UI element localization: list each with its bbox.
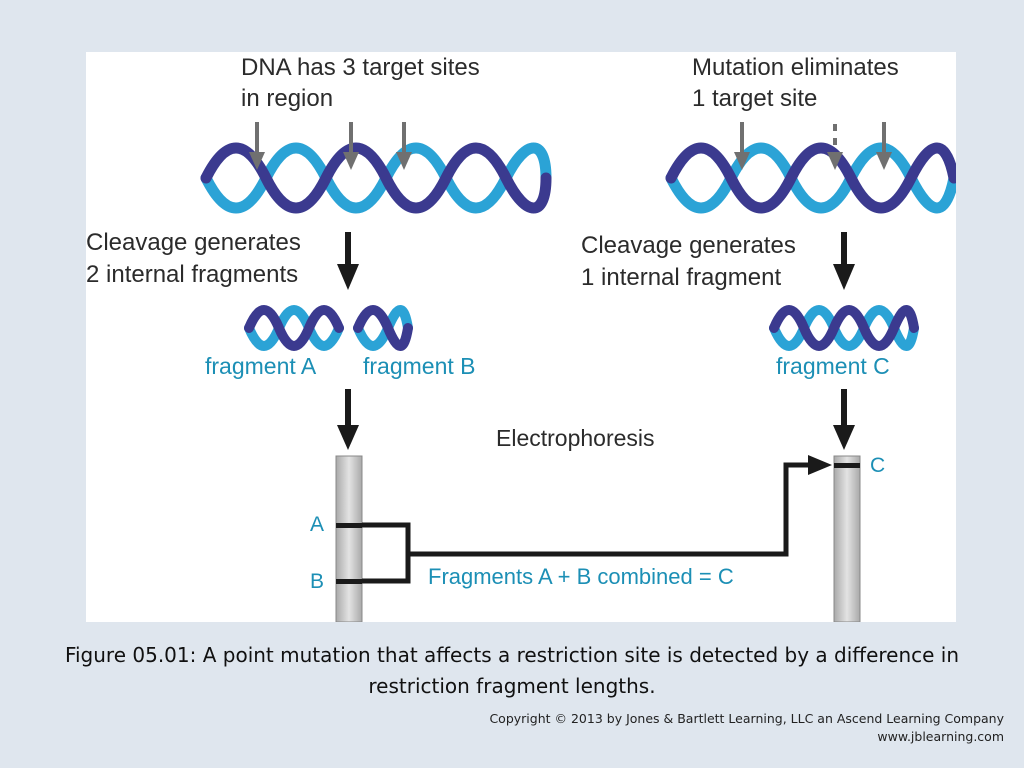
dna-helix-left <box>200 142 552 214</box>
process-arrows <box>337 232 855 450</box>
combined-label: Fragments A + B combined = C <box>428 564 734 589</box>
band-b-mark <box>336 579 362 584</box>
left-cleavage-line2: 2 internal fragments <box>86 261 299 288</box>
figure-panel: DNA has 3 target sites in region Mutatio… <box>86 52 956 622</box>
fragment-a-helix <box>244 305 344 351</box>
band-c-mark <box>834 463 860 468</box>
gel-lane-right <box>833 455 861 622</box>
left-cleavage-line1: Cleavage generates <box>86 229 301 256</box>
copyright-url: www.jblearning.com <box>877 729 1004 744</box>
combine-arrowhead <box>808 455 832 475</box>
band-a-label: A <box>310 513 325 536</box>
right-title-line1: Mutation eliminates <box>692 54 899 81</box>
figure-caption: Figure 05.01: A point mutation that affe… <box>64 643 960 698</box>
fragment-b-helix <box>353 305 413 351</box>
right-cleavage-line2: 1 internal fragment <box>581 264 782 291</box>
target-site-arrows-right <box>734 122 892 170</box>
right-cleavage-line1: Cleavage generates <box>581 232 796 259</box>
gel-lane-left <box>335 455 363 622</box>
left-title-line2: in region <box>241 85 334 112</box>
target-site-arrows-left <box>249 122 412 170</box>
fragment-a-label: fragment A <box>205 353 317 379</box>
electrophoresis-label: Electrophoresis <box>496 425 655 451</box>
band-b-label: B <box>310 570 325 593</box>
combine-connector <box>362 462 810 584</box>
left-title-line1: DNA has 3 target sites <box>241 54 480 81</box>
right-title-line2: 1 target site <box>692 85 818 112</box>
fragment-b-label: fragment B <box>363 353 476 379</box>
copyright-line: Copyright © 2013 by Jones & Bartlett Lea… <box>489 711 1004 726</box>
dna-helix-right <box>665 142 956 214</box>
fragment-c-label: fragment C <box>776 353 890 379</box>
band-a-mark <box>336 523 362 528</box>
fragment-c-helix <box>769 305 919 351</box>
diagram-graphics <box>200 122 956 622</box>
band-c-label: C <box>870 454 886 477</box>
